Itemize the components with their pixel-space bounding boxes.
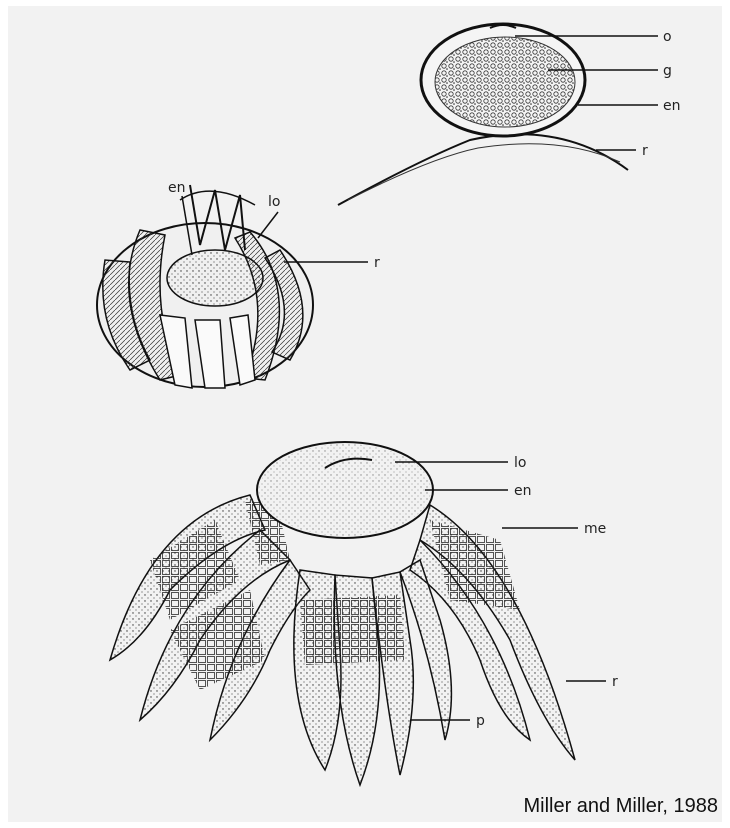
label-endoperidium-middle: en — [168, 180, 186, 196]
label-endoperidium-top: en — [663, 98, 681, 114]
label-lobe-middle: lo — [268, 194, 280, 210]
label-endoperidium-bottom: en — [514, 483, 532, 499]
mature-fruitbody-illustration — [110, 442, 575, 785]
figure-credit: Miller and Miller, 1988 — [523, 795, 718, 818]
section-illustration — [338, 24, 628, 205]
label-ray-middle: r — [374, 255, 380, 271]
label-ray-top: r — [642, 143, 648, 159]
label-mesoperidium: me — [584, 521, 606, 537]
label-peristome: p — [476, 713, 485, 729]
label-lobe-bottom: lo — [514, 455, 526, 471]
label-gleba: g — [663, 63, 672, 79]
label-ostiole: o — [663, 29, 672, 45]
young-fruitbody-illustration — [97, 185, 313, 388]
label-ray-bottom: r — [612, 674, 618, 690]
